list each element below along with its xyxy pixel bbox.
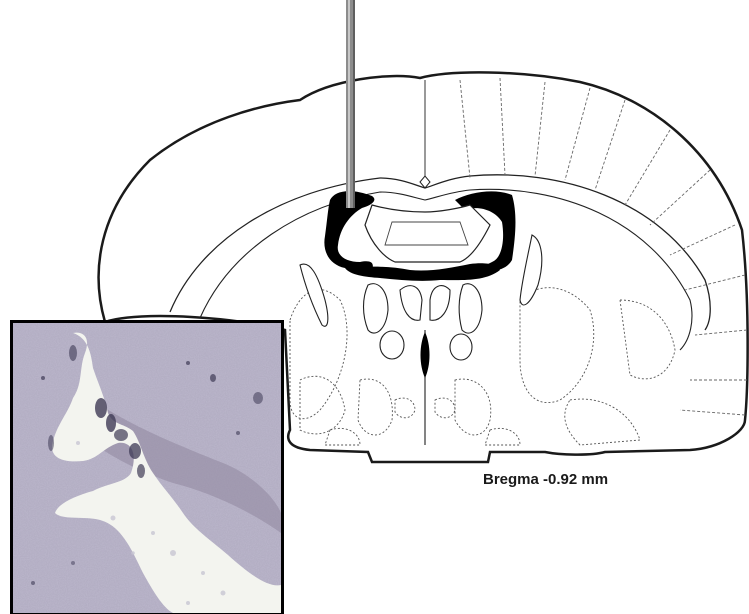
histology-micrograph — [13, 323, 281, 613]
bregma-caption: Bregma -0.92 mm — [483, 471, 608, 488]
histology-inset — [10, 320, 284, 614]
cannula-shadow — [353, 0, 355, 208]
cannula-highlight — [348, 0, 350, 208]
septal-region — [365, 205, 490, 262]
